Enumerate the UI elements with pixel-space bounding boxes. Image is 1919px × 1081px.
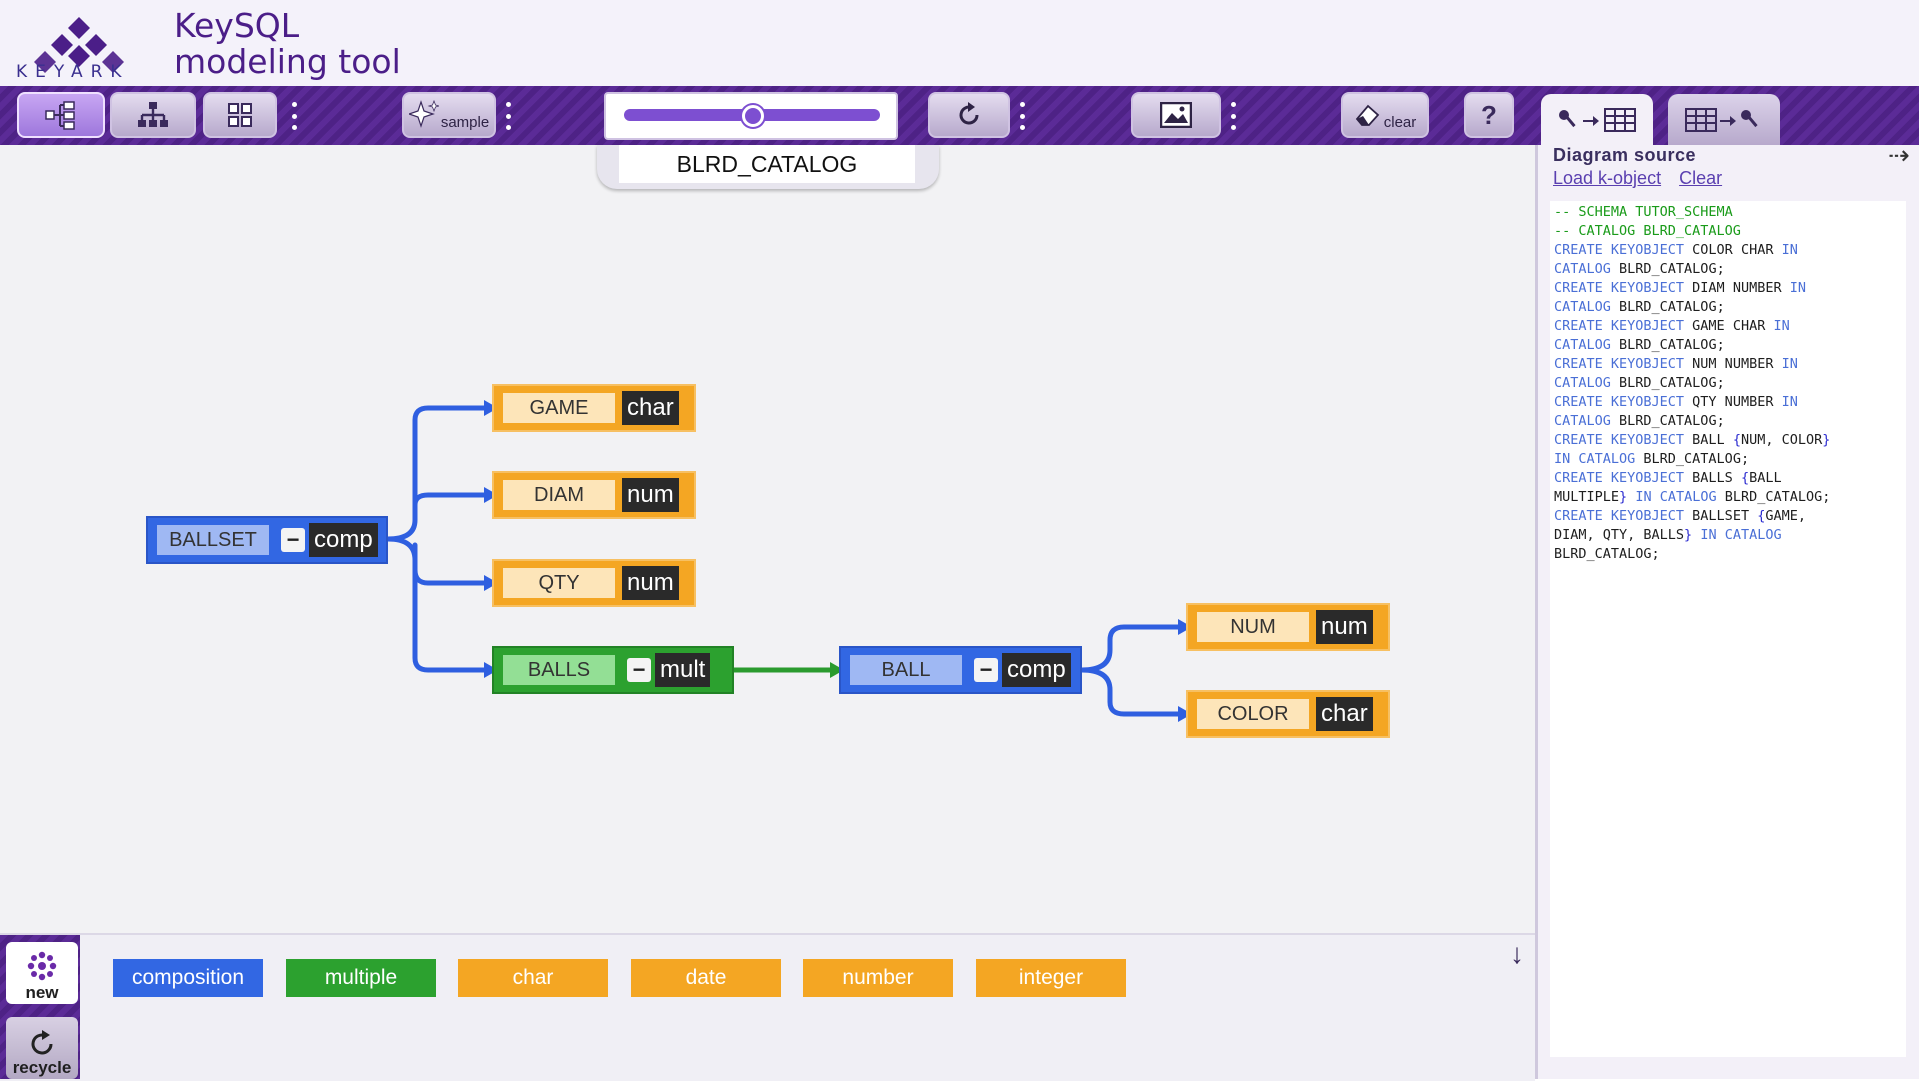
recycle-label: recycle	[12, 1058, 72, 1077]
new-flower-icon	[27, 951, 57, 981]
connector-ballset-diam	[412, 492, 495, 513]
palette-item-char[interactable]: char	[458, 959, 608, 997]
node-game[interactable]: GAME char	[492, 384, 696, 432]
sample-button[interactable]: sample	[402, 92, 496, 138]
clear-source-link[interactable]: Clear	[1679, 168, 1723, 188]
title-line-2: modeling tool	[174, 42, 401, 81]
zoom-slider[interactable]	[604, 92, 898, 140]
clear-label: clear	[1383, 113, 1417, 131]
grid-icon	[228, 103, 252, 127]
refresh-button[interactable]	[928, 92, 1010, 138]
keyark-logo	[34, 17, 124, 73]
collapse-icon[interactable]: −	[281, 527, 305, 552]
tree-horizontal-icon	[45, 101, 75, 130]
node-type: char	[622, 391, 679, 425]
refresh-icon	[959, 102, 979, 125]
catalog-name[interactable]: BLRD_CATALOG	[619, 145, 915, 183]
help-button[interactable]: ?	[1464, 92, 1514, 138]
palette-item-multiple[interactable]: multiple	[286, 959, 436, 997]
sample-more-menu[interactable]	[506, 102, 512, 130]
recycle-icon	[31, 1030, 53, 1055]
sparkle-icon	[408, 100, 439, 128]
export-more-menu[interactable]	[1231, 102, 1237, 130]
node-balls[interactable]: BALLS − mult	[492, 646, 734, 694]
node-ball[interactable]: BALL − comp	[839, 646, 1082, 694]
grid-layout-button[interactable]	[203, 92, 277, 138]
hierarchy-icon	[138, 102, 168, 127]
node-type: comp	[309, 523, 378, 557]
node-type: num	[1316, 610, 1373, 644]
node-type: char	[1316, 697, 1373, 731]
catalog-title-tab: BLRD_CATALOG	[597, 145, 939, 189]
source-panel-title: Diagram source	[1553, 145, 1697, 165]
load-k-object-link[interactable]: Load k-object	[1553, 168, 1662, 188]
node-type: comp	[1002, 653, 1071, 687]
palette-item-integer[interactable]: integer	[976, 959, 1126, 997]
palette-item-composition[interactable]: composition	[113, 959, 263, 997]
node-type: num	[622, 478, 679, 512]
tree-layout-button[interactable]	[17, 92, 105, 138]
key-to-table-icon	[1559, 107, 1636, 132]
source-panel-links: Load k-object Clear	[1553, 168, 1740, 189]
connector-ball-num	[1079, 624, 1189, 673]
title-line-1: KeySQL	[174, 6, 300, 45]
node-diam[interactable]: DIAM num	[492, 471, 696, 519]
eraser-icon	[1355, 104, 1380, 126]
sample-label: sample	[440, 113, 490, 131]
node-name[interactable]: NUM	[1197, 612, 1309, 642]
refresh-more-menu[interactable]	[1020, 102, 1026, 130]
export-image-button[interactable]	[1131, 92, 1221, 138]
node-ballset[interactable]: BALLSET − comp	[146, 516, 388, 564]
app-header: KEYARK KeySQL modeling tool	[0, 0, 1919, 86]
hierarchy-layout-button[interactable]	[110, 92, 196, 138]
connector-ballset-game	[385, 405, 495, 542]
tab-object-to-table[interactable]	[1541, 94, 1653, 145]
logo-wordmark: KEYARK	[16, 62, 130, 82]
node-qty[interactable]: QTY num	[492, 559, 696, 607]
table-to-key-icon	[1685, 107, 1758, 132]
node-type: mult	[655, 653, 711, 687]
node-type: num	[622, 566, 679, 600]
new-button[interactable]: new	[6, 942, 78, 1004]
new-label: new	[25, 983, 59, 1002]
connector-ballset-balls	[385, 536, 495, 673]
connector-ballset-qty	[412, 542, 495, 586]
help-icon: ?	[1481, 99, 1497, 130]
app-title: KeySQL modeling tool	[174, 8, 401, 80]
node-name[interactable]: DIAM	[503, 480, 615, 510]
palette-item-number[interactable]: number	[803, 959, 953, 997]
node-name[interactable]: GAME	[503, 393, 615, 423]
node-name[interactable]: COLOR	[1197, 699, 1309, 729]
connector-ball-color	[1079, 667, 1189, 717]
node-name[interactable]: BALLSET	[157, 525, 269, 555]
source-code[interactable]: -- SCHEMA TUTOR_SCHEMA -- CATALOG BLRD_C…	[1550, 201, 1906, 1057]
clear-button[interactable]: clear	[1341, 92, 1429, 138]
image-icon	[1160, 102, 1192, 128]
collapse-icon[interactable]: −	[974, 657, 998, 682]
node-name[interactable]: BALLS	[503, 655, 615, 685]
recycle-button[interactable]: recycle	[6, 1017, 78, 1079]
collapse-icon[interactable]: −	[627, 657, 651, 682]
layout-more-menu[interactable]	[292, 102, 298, 130]
palette-panel	[0, 933, 1535, 1081]
zoom-slider-thumb[interactable]	[742, 105, 764, 127]
tab-table-to-object[interactable]	[1668, 94, 1780, 145]
diagram-connectors	[385, 400, 1192, 722]
node-name[interactable]: QTY	[503, 568, 615, 598]
collapse-panel-arrow-icon[interactable]: ⇢	[1888, 140, 1910, 170]
palette-item-date[interactable]: date	[631, 959, 781, 997]
collapse-palette-arrow-icon[interactable]: ↓	[1510, 938, 1524, 969]
node-name[interactable]: BALL	[850, 655, 962, 685]
node-num[interactable]: NUM num	[1186, 603, 1390, 651]
node-color[interactable]: COLOR char	[1186, 690, 1390, 738]
